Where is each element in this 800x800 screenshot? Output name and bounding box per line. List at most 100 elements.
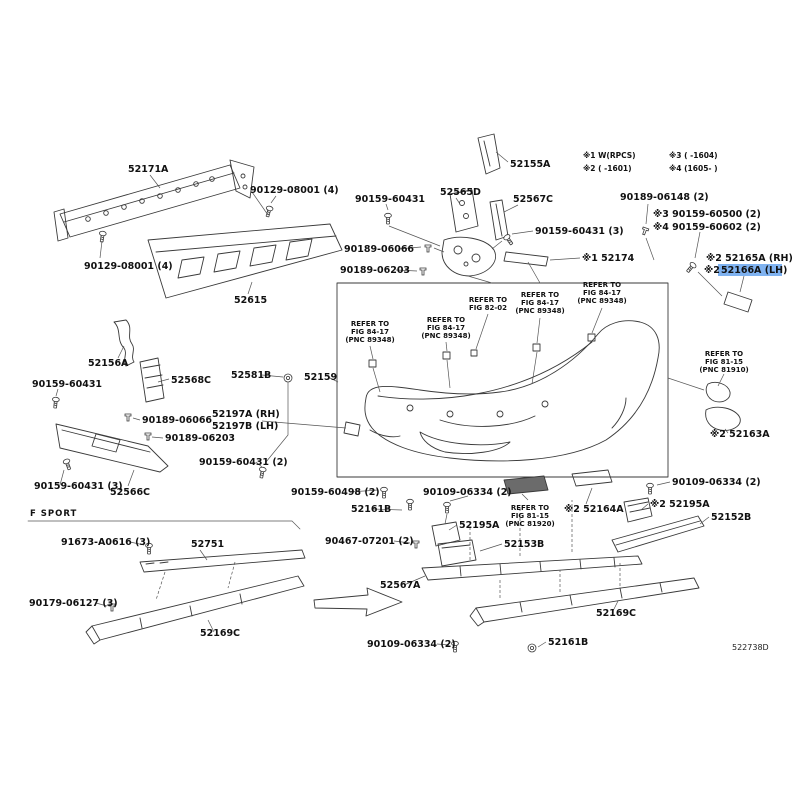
part-bumper-cover-52159 — [343, 320, 660, 462]
part-bracket-52195a-right — [623, 497, 653, 523]
highlight-52166a — [718, 264, 782, 276]
label-52174: ※1 52174 — [582, 253, 635, 264]
label-52159: 52159 — [304, 372, 337, 383]
refer-6-line3: (PNC 81910) — [699, 366, 748, 374]
part-pad-52164a — [571, 469, 613, 487]
part-bracket-assembly — [441, 236, 496, 277]
assembly-dashed-lines — [155, 500, 621, 601]
refer-5-line3: (PNC 89348) — [577, 297, 626, 305]
label-52166a-prefix: ※2 — [704, 265, 720, 276]
refer-1-line3: (PNC 89348) — [345, 336, 394, 344]
label-52566c: 52566C — [110, 487, 150, 498]
label-52155a: 52155A — [510, 159, 551, 170]
label-52581b: 52581B — [231, 370, 271, 381]
assembly-box — [336, 282, 669, 478]
arrow-icon — [313, 587, 403, 617]
part-absorber-52615 — [147, 223, 343, 299]
fsport-section-line — [27, 520, 301, 530]
fsport-header: F SPORT — [30, 509, 77, 519]
refer-3-line1: REFER TO — [469, 296, 507, 304]
label-90189-06066-right: 90189-06066 — [344, 244, 414, 255]
label-90159-60602: ※4 90159-60602 (2) — [653, 222, 761, 233]
label-90159-60500: ※3 90159-60500 (2) — [653, 209, 761, 220]
refer-2-line1: REFER TO — [427, 316, 465, 324]
label-52197a: 52197A (RH) — [212, 409, 280, 420]
figure-code: 522738D — [732, 643, 769, 652]
refer-1-line2: FIG 84-17 — [351, 328, 389, 336]
label-90189-06203-right: 90189-06203 — [340, 265, 410, 276]
label-52615: 52615 — [234, 295, 267, 306]
label-52161b-upper: 52161B — [351, 504, 391, 515]
refer-2-line3: (PNC 89348) — [421, 332, 470, 340]
label-90159-60431-3-left: 90159-60431 (3) — [34, 481, 123, 492]
label-52166a-selected[interactable]: 52166A (LH) — [721, 265, 787, 276]
label-52165a: ※2 52165A (RH) — [706, 253, 793, 264]
legend-line-3: ※3 ( -1604) — [669, 151, 718, 160]
refer-2-line2: FIG 84-17 — [427, 324, 465, 332]
label-90159-60431-2: 90159-60431 (2) — [199, 457, 288, 468]
refer-6-line1: REFER TO — [705, 350, 743, 358]
label-90467-07201: 90467-07201 (2) — [325, 536, 414, 547]
label-90189-06066-left: 90189-06066 — [142, 415, 212, 426]
label-90189-06203-left: 90189-06203 — [165, 433, 235, 444]
legend-line-1: ※1 W(RPCS) — [583, 151, 636, 160]
refer-7-line1: REFER TO — [511, 504, 549, 512]
refer-5-line1: REFER TO — [583, 281, 621, 289]
part-molding-52751 — [139, 549, 306, 573]
label-52195a-left: 52195A — [459, 520, 500, 531]
label-90159-60498: 90159-60498 (2) — [291, 487, 380, 498]
label-90159-60431-top: 90159-60431 — [355, 194, 425, 205]
label-90129-08001-left: 90129-08001 (4) — [84, 261, 173, 272]
part-bracket-52568c — [139, 357, 165, 403]
part-pad-52174 — [503, 251, 549, 267]
label-52565d: 52565D — [440, 187, 481, 198]
label-52568c: 52568C — [171, 375, 211, 386]
label-90159-60431-3-right: 90159-60431 (3) — [535, 226, 624, 237]
refer-1-line1: REFER TO — [351, 320, 389, 328]
legend-line-2: ※2 ( -1601) — [583, 164, 632, 173]
label-52567c: 52567C — [513, 194, 553, 205]
label-52169c-right: 52169C — [596, 608, 636, 619]
part-cover-52153b — [437, 539, 477, 567]
label-52197b: 52197B (LH) — [212, 421, 278, 432]
label-90189-06148: 90189-06148 (2) — [620, 192, 709, 203]
part-bracket-52566c — [55, 423, 169, 473]
part-cover-52163a — [705, 406, 741, 431]
label-90109-06334-center: 90109-06334 (2) — [423, 487, 512, 498]
label-52751: 52751 — [191, 539, 224, 550]
part-corner-81910 — [705, 381, 731, 403]
part-bracket-52195a-left — [431, 521, 461, 547]
legend-line-4: ※4 (1605- ) — [669, 164, 718, 173]
refer-4-line1: REFER TO — [521, 291, 559, 299]
refer-5-line2: FIG 84-17 — [583, 289, 621, 297]
label-52156a: 52156A — [88, 358, 129, 369]
part-deflector-52567a — [421, 555, 643, 581]
label-52164a: ※2 52164A — [564, 504, 624, 515]
part-side-support-52155a — [477, 133, 501, 175]
label-90129-08001-top: 90129-08001 (4) — [250, 185, 339, 196]
part-pad-52165a-52166a — [723, 291, 753, 313]
label-52163a: ※2 52163A — [710, 429, 770, 440]
leader-lines — [55, 151, 745, 648]
refer-3-line2: FIG 82-02 — [469, 304, 507, 312]
part-reflector-81920 — [503, 475, 549, 495]
diagram-labels: 52171A 90129-08001 (4) 52155A 90159-6043… — [29, 151, 793, 652]
part-seal-52156a — [113, 319, 135, 367]
refer-4-line2: FIG 84-17 — [521, 299, 559, 307]
sensor-brackets — [368, 333, 596, 368]
label-52153b: 52153B — [504, 539, 544, 550]
refer-7-line2: FIG 81-15 — [511, 512, 549, 520]
label-91673-a0616: 91673-A0616 (3) — [61, 537, 150, 548]
part-lower-cover-52152b — [611, 515, 705, 553]
label-52152b: 52152B — [711, 512, 751, 523]
part-reinforcement-52171a — [53, 159, 255, 242]
label-90179-06127: 90179-06127 (3) — [29, 598, 118, 609]
label-52567a: 52567A — [380, 580, 421, 591]
label-52195a-right: ※2 52195A — [650, 499, 710, 510]
refer-blocks: REFER TO FIG 84-17 (PNC 89348) REFER TO … — [345, 281, 748, 528]
part-strip-52169c-left — [85, 575, 305, 645]
label-52161b-bottom: 52161B — [548, 637, 588, 648]
